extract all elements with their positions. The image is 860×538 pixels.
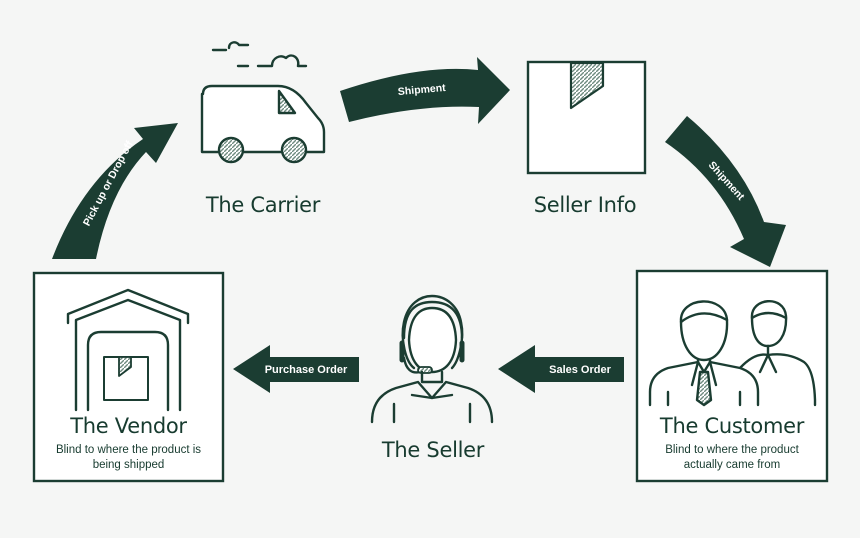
customers-icon: [648, 300, 817, 407]
arrow-shipment-right: Shipment: [665, 116, 786, 267]
arrow-label-pickup: Pick up or Drop off: [81, 139, 136, 229]
warehouse-icon: [66, 288, 190, 412]
arrow-sales-order: Sales Order: [498, 345, 624, 393]
customer-label: The Customer: [659, 414, 805, 438]
seller-info-label: Seller Info: [533, 193, 637, 217]
customer-desc-line1: Blind to where the product: [665, 444, 799, 456]
arrow-shipment-top: Shipment: [340, 57, 510, 124]
customer-desc-line2: actually came from: [683, 459, 781, 471]
van-icon: [200, 41, 326, 164]
carrier-label: The Carrier: [205, 193, 321, 217]
arrow-purchase-order: Purchase Order: [233, 345, 359, 393]
box-icon: [526, 60, 647, 175]
headset-agent-icon: [370, 294, 494, 424]
vendor-label: The Vendor: [70, 414, 187, 438]
arrow-label-sales-order: Sales Order: [549, 364, 611, 376]
arrow-label-shipment-top: Shipment: [397, 82, 446, 98]
vendor-desc-line1: Blind to where the product is: [55, 444, 202, 456]
seller-label: The Seller: [381, 438, 485, 462]
arrow-label-purchase-order: Purchase Order: [265, 364, 348, 376]
arrow-pickup-dropoff: Pick up or Drop off: [52, 123, 178, 259]
vendor-desc-line2: being shipped: [92, 459, 165, 471]
